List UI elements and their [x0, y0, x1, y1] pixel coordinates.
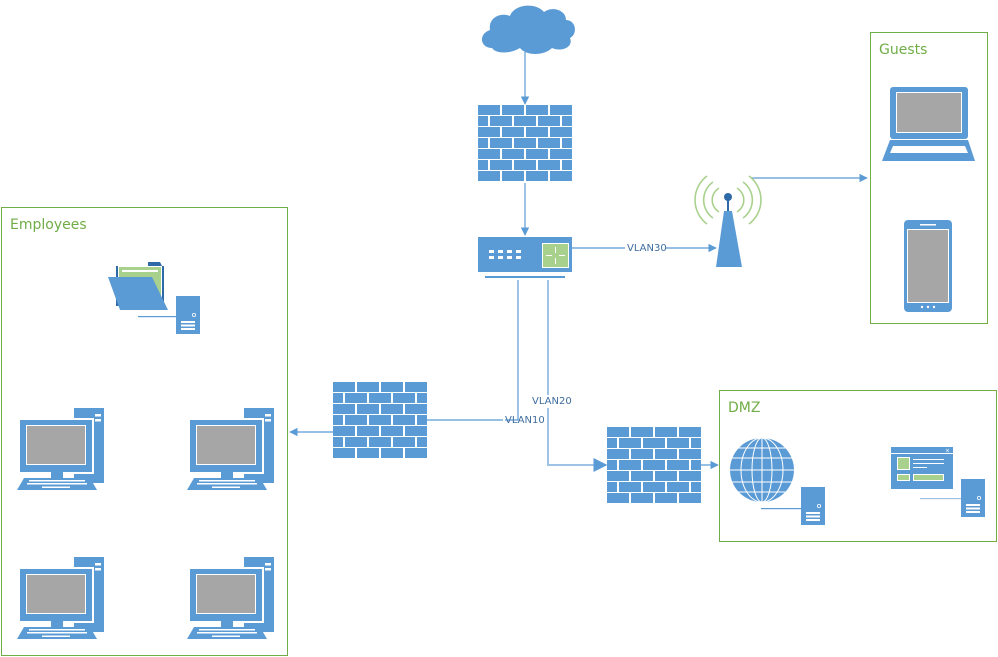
web-server-icon[interactable] — [730, 437, 826, 526]
desktop-pc-icon[interactable] — [17, 557, 104, 639]
edge-switch-to-dmz-firewall — [547, 408, 608, 472]
desktop-pc-icon[interactable] — [187, 408, 274, 490]
svg-text:×: × — [945, 448, 950, 455]
cloud-icon[interactable] — [481, 5, 575, 55]
smartphone-icon[interactable] — [904, 220, 952, 312]
firewall-icon[interactable] — [478, 105, 572, 183]
edge-switch-to-vlan10-a — [505, 280, 519, 421]
zone-employees-border — [1, 207, 288, 656]
desktop-pc-icon[interactable] — [187, 557, 274, 639]
zone-dmz: DMZ — [719, 390, 997, 542]
desktop-pc-icon[interactable] — [17, 408, 104, 490]
wireless-tower-icon[interactable] — [694, 175, 762, 267]
firewall-icon[interactable] — [333, 382, 427, 460]
zone-guests-border — [870, 32, 988, 324]
zone-dmz-border — [719, 390, 997, 542]
edge-label-vlan20: VLAN20 — [532, 396, 572, 407]
application-server-icon[interactable]: × — [891, 447, 986, 518]
firewall-icon[interactable] — [607, 427, 701, 505]
zone-guests: Guests — [870, 32, 988, 324]
zone-dmz-label: DMZ — [728, 400, 760, 416]
edge-label-vlan30: VLAN30 — [627, 243, 667, 254]
switch-icon[interactable] — [478, 237, 572, 278]
zone-employees: Employees — [1, 207, 288, 656]
edge-label-vlan10: VLAN10 — [505, 415, 545, 426]
laptop-icon[interactable] — [882, 87, 975, 161]
connections — [289, 52, 868, 472]
file-server-icon[interactable] — [108, 262, 201, 335]
zone-guests-label: Guests — [879, 42, 927, 58]
zone-employees-label: Employees — [10, 217, 87, 233]
